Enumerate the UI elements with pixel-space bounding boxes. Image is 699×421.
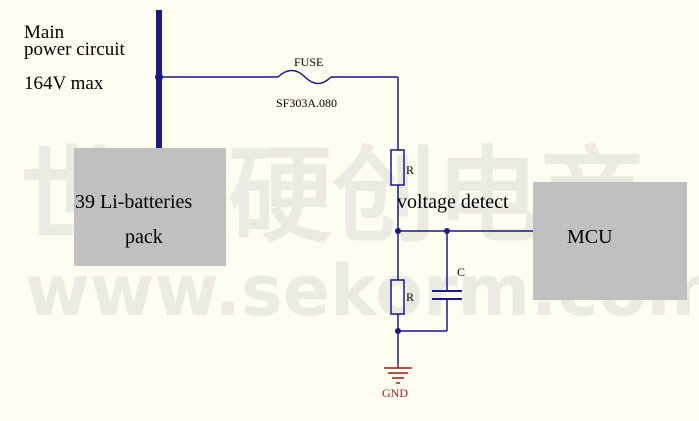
battery-label-line1: 39 Li-batteries <box>75 191 192 213</box>
mcu-label: MCU <box>567 226 613 248</box>
fuse-part-label: SF303A.080 <box>276 96 337 110</box>
battery-label-line2: pack <box>125 226 163 248</box>
resistor-top-label: R <box>406 163 414 177</box>
battery-pack-block <box>74 148 226 266</box>
capacitor-label: C <box>457 265 465 279</box>
junction-gnd <box>395 328 401 334</box>
ground-symbol <box>384 364 412 384</box>
max-voltage-label: 164V max <box>24 73 104 94</box>
resistor-bottom-label: R <box>406 290 414 304</box>
fuse-symbol <box>277 69 332 85</box>
mcu-block <box>533 182 687 300</box>
voltage-detect-label: voltage detect <box>397 191 509 213</box>
main-label-line2: power circuit <box>24 39 125 60</box>
ground-label: GND <box>382 386 408 400</box>
fuse-label: FUSE <box>294 55 323 69</box>
main-label-line1: Main <box>24 22 65 43</box>
